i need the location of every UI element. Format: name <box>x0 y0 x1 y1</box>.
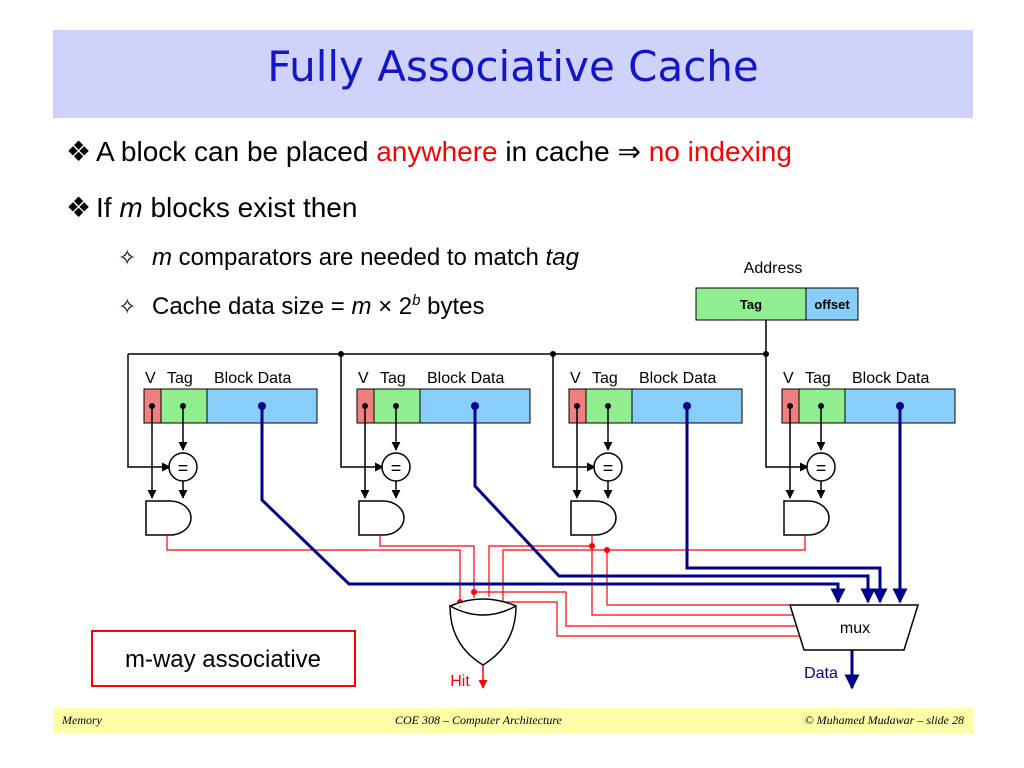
star-bullet-icon: ✧ <box>118 245 137 270</box>
hit-junctions <box>457 543 610 605</box>
address-offset-text: offset <box>814 297 850 312</box>
or-gate <box>449 598 517 666</box>
var-m: m <box>152 244 172 271</box>
footer-right: © Muhamed Mudawar – slide 28 <box>804 713 964 727</box>
data-wires <box>260 406 908 690</box>
var-b: b <box>412 292 421 309</box>
highlight-anywhere: anywhere <box>376 136 498 167</box>
mux <box>788 604 920 651</box>
header-tag: Tag <box>592 370 618 387</box>
header-v: V <box>570 370 581 387</box>
bullet-text: bytes <box>420 293 485 320</box>
address-offset-field <box>805 287 859 321</box>
bullet-placement: ❖A block can be placed anywhere in cache… <box>66 135 792 168</box>
cache-entry-2: V Tag Block Data = <box>568 370 743 536</box>
tag-bus <box>127 320 809 472</box>
comparator-symbol: = <box>816 458 827 478</box>
header-block-data: Block Data <box>852 370 929 387</box>
bullet-text: Cache data size = <box>152 293 352 320</box>
header-v: V <box>358 370 369 387</box>
bullet-text: If <box>96 192 120 223</box>
header-tag: Tag <box>380 370 406 387</box>
implies-arrow-icon: ⇒ <box>617 136 641 167</box>
and-gate <box>783 500 830 536</box>
header-tag: Tag <box>167 370 193 387</box>
bus-junctions <box>338 351 769 357</box>
cache-entry-0: V Tag Block Data = <box>143 370 318 536</box>
cache-entry-3: V Tag Block Data = <box>781 370 956 536</box>
comparator-symbol: = <box>178 458 189 478</box>
mux-label: mux <box>840 620 870 637</box>
subbullet-comparators: ✧ m comparators are needed to match tag <box>118 244 579 272</box>
subbullet-data-size: ✧ Cache data size = m × 2b bytes <box>118 292 485 321</box>
address-tag-text: Tag <box>740 297 762 312</box>
and-gate <box>570 500 617 536</box>
cache-entry-1: V Tag Block Data = <box>356 370 531 536</box>
callout-text: m-way associative <box>125 646 321 673</box>
bullet-text: × 2 <box>371 293 413 320</box>
var-m: m <box>119 192 143 223</box>
highlight-no-indexing: no indexing <box>640 136 792 167</box>
header-tag: Tag <box>805 370 831 387</box>
header-block-data: Block Data <box>427 370 504 387</box>
var-m: m <box>351 293 372 320</box>
footer-left: Memory <box>62 713 102 727</box>
and-gate <box>145 500 192 536</box>
comparator-symbol: = <box>391 458 402 478</box>
header-v: V <box>145 370 156 387</box>
hit-label: Hit <box>450 673 470 690</box>
callout-box <box>91 630 356 687</box>
diamond-bullet-icon: ❖ <box>66 192 92 223</box>
footer-center: COE 308 – Computer Architecture <box>395 713 562 727</box>
title-band <box>53 30 973 118</box>
header-v: V <box>783 370 794 387</box>
and-gate <box>358 500 405 536</box>
footer-band <box>53 708 973 734</box>
header-block-data: Block Data <box>214 370 291 387</box>
data-output-label: Data <box>804 665 838 682</box>
star-bullet-icon: ✧ <box>118 294 137 319</box>
bullet-m-blocks: ❖If m blocks exist then <box>66 191 357 224</box>
bullet-text: blocks exist then <box>142 192 358 223</box>
bullet-text: A block can be placed <box>96 136 377 167</box>
page-title: Fully Associative Cache <box>267 42 759 91</box>
comparator-symbol: = <box>603 458 614 478</box>
bullet-text: comparators are needed to match <box>172 244 546 271</box>
var-tag: tag <box>545 244 579 271</box>
diamond-bullet-icon: ❖ <box>66 136 92 167</box>
header-block-data: Block Data <box>639 370 716 387</box>
address-label: Address <box>744 260 803 277</box>
bullet-text: in cache <box>497 136 618 167</box>
